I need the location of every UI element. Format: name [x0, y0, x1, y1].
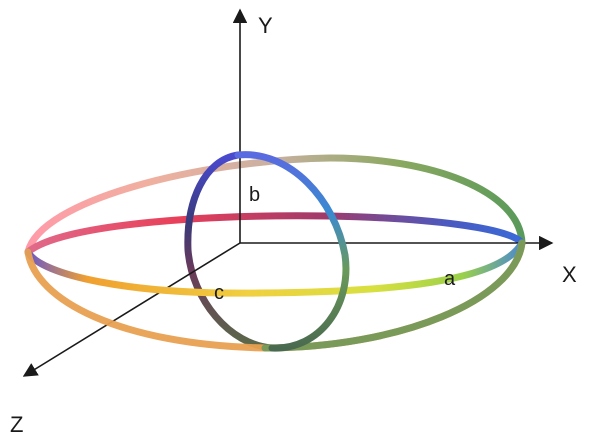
x-axis-label: X	[562, 262, 577, 287]
xy-ring-back	[24, 154, 526, 256]
xy-ring-front-tint	[261, 239, 526, 352]
semi-axis-c-label: c	[214, 282, 224, 304]
z-axis-label: Z	[10, 412, 23, 437]
z-axis	[22, 242, 241, 377]
xz-ring-front	[24, 239, 526, 297]
xz-ring-back	[24, 212, 526, 256]
semi-axis-b-label: b	[249, 184, 260, 206]
yz-ring-front	[234, 151, 350, 352]
semi-axis-a-label: a	[444, 268, 456, 290]
yz-ring-back	[184, 151, 276, 352]
y-axis-label: Y	[258, 13, 273, 38]
